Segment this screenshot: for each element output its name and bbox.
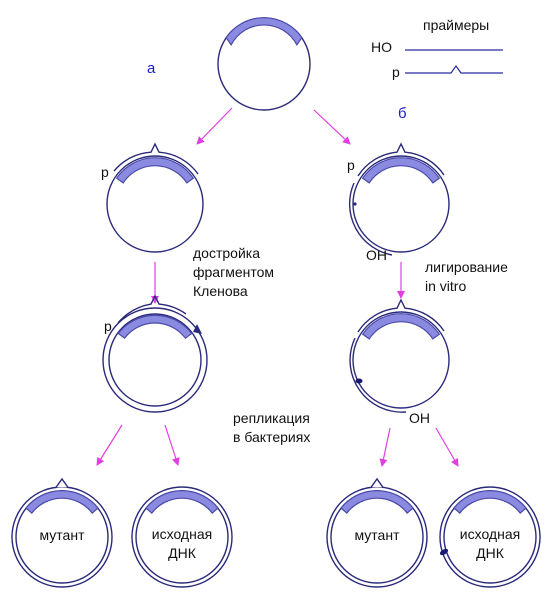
arrow-top-to-b bbox=[313, 109, 351, 145]
plasmid-a-primer-annealed bbox=[106, 142, 204, 253]
path-a-label: а bbox=[147, 60, 156, 77]
arrow-a-to-mutant bbox=[96, 424, 123, 466]
plasmid-b-ligated bbox=[349, 298, 450, 413]
p-label-a1: p bbox=[101, 164, 109, 180]
path-b-label: б bbox=[398, 105, 407, 122]
arrow-b-to-original bbox=[435, 427, 459, 467]
p-label-b1: p bbox=[347, 157, 355, 173]
klenow-label-line2: фрагментом bbox=[193, 264, 274, 280]
replication-label-line1: репликация bbox=[233, 410, 310, 426]
p-label-a2: p bbox=[104, 318, 112, 334]
arrow-a-to-original bbox=[164, 424, 180, 466]
plasmid-a-mutant bbox=[11, 477, 113, 588]
oh-label-b2: OH bbox=[409, 410, 430, 426]
plasmid-b-original bbox=[439, 486, 541, 588]
ligation-label-line1: лигирование bbox=[425, 259, 508, 275]
replication-label-line2: в бактериях bbox=[233, 429, 310, 445]
p-primer-line bbox=[405, 64, 503, 74]
p-legend-label: p bbox=[392, 64, 400, 80]
mutant-label-b: мутант bbox=[355, 527, 401, 543]
mutant-label-a: мутант bbox=[40, 527, 86, 543]
plasmid-template bbox=[217, 17, 311, 111]
original-label-a-line1: исходная bbox=[152, 526, 212, 542]
klenow-label-line1: достройка bbox=[193, 245, 260, 261]
primer-legend: праймеры HO p bbox=[371, 17, 503, 80]
plasmid-b-mutant bbox=[326, 477, 428, 588]
ligation-label-line2: in vitro bbox=[425, 278, 466, 294]
arrow-b-to-mutant bbox=[379, 427, 391, 467]
plasmid-b-primers-annealed bbox=[348, 142, 450, 256]
oh-label-b1: OH bbox=[366, 247, 387, 263]
primers-legend-title: праймеры bbox=[423, 17, 489, 33]
ho-legend-label: HO bbox=[371, 39, 392, 55]
klenow-label-line3: Кленова bbox=[193, 283, 248, 299]
original-label-a-line2: ДНК bbox=[168, 545, 197, 561]
original-label-b-line1: исходная bbox=[460, 526, 520, 542]
arrow-top-to-a bbox=[196, 107, 233, 145]
plasmid-a-original bbox=[131, 486, 233, 588]
original-label-b-line2: ДНК bbox=[476, 545, 505, 561]
plasmid-a-extended bbox=[102, 294, 208, 413]
